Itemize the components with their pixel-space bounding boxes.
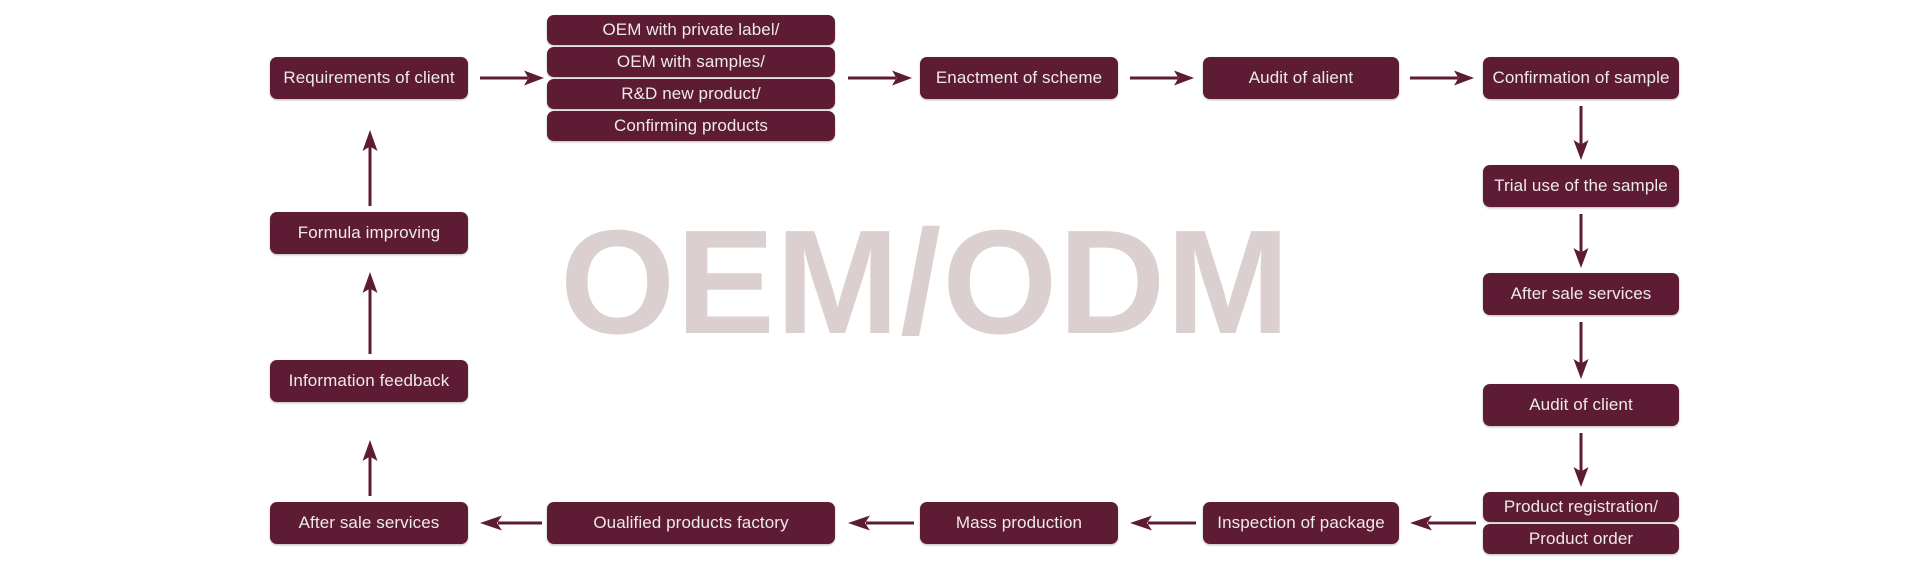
arrow-inspection-to-mass-production <box>1130 513 1196 533</box>
node-information-feedback[interactable]: Information feedback <box>270 360 468 402</box>
node-product-registration[interactable]: Product registration/ <box>1483 492 1679 522</box>
arrow-audit-client-to-product-registration <box>1571 433 1591 487</box>
arrow-qualified-to-after-sale <box>480 513 542 533</box>
arrow-information-feedback-to-formula <box>360 272 380 354</box>
node-mass-production[interactable]: Mass production <box>920 502 1118 544</box>
node-product-order[interactable]: Product order <box>1483 524 1679 554</box>
node-after-sale-services-right[interactable]: After sale services <box>1483 273 1679 315</box>
arrow-enactment-to-audit-alient <box>1130 68 1194 88</box>
arrow-options-to-enactment <box>848 68 912 88</box>
arrow-product-order-to-inspection <box>1410 513 1476 533</box>
node-audit-of-client[interactable]: Audit of client <box>1483 384 1679 426</box>
node-inspection-of-package[interactable]: Inspection of package <box>1203 502 1399 544</box>
arrow-mass-production-to-qualified <box>848 513 914 533</box>
node-enactment-of-scheme[interactable]: Enactment of scheme <box>920 57 1118 99</box>
arrow-after-sale-to-information-feedback <box>360 440 380 496</box>
node-confirming-products[interactable]: Confirming products <box>547 111 835 141</box>
node-trial-use-of-the-sample[interactable]: Trial use of the sample <box>1483 165 1679 207</box>
node-confirmation-of-sample[interactable]: Confirmation of sample <box>1483 57 1679 99</box>
arrow-after-sale-to-audit-client <box>1571 322 1591 379</box>
arrow-trial-to-after-sale <box>1571 214 1591 268</box>
node-after-sale-services-left[interactable]: After sale services <box>270 502 468 544</box>
node-oem-with-private-label[interactable]: OEM with private label/ <box>547 15 835 45</box>
node-formula-improving[interactable]: Formula improving <box>270 212 468 254</box>
arrow-requirements-to-options <box>480 68 544 88</box>
node-audit-of-alient[interactable]: Audit of alient <box>1203 57 1399 99</box>
node-requirements-of-client[interactable]: Requirements of client <box>270 57 468 99</box>
arrow-formula-to-requirements <box>360 130 380 206</box>
node-rd-new-product[interactable]: R&D new product/ <box>547 79 835 109</box>
oem-odm-watermark: OEM/ODM <box>560 200 1291 365</box>
arrow-confirmation-to-trial <box>1571 106 1591 160</box>
node-qualified-products-factory[interactable]: Oualified products factory <box>547 502 835 544</box>
arrow-audit-alient-to-confirmation <box>1410 68 1474 88</box>
node-oem-with-samples[interactable]: OEM with samples/ <box>547 47 835 77</box>
